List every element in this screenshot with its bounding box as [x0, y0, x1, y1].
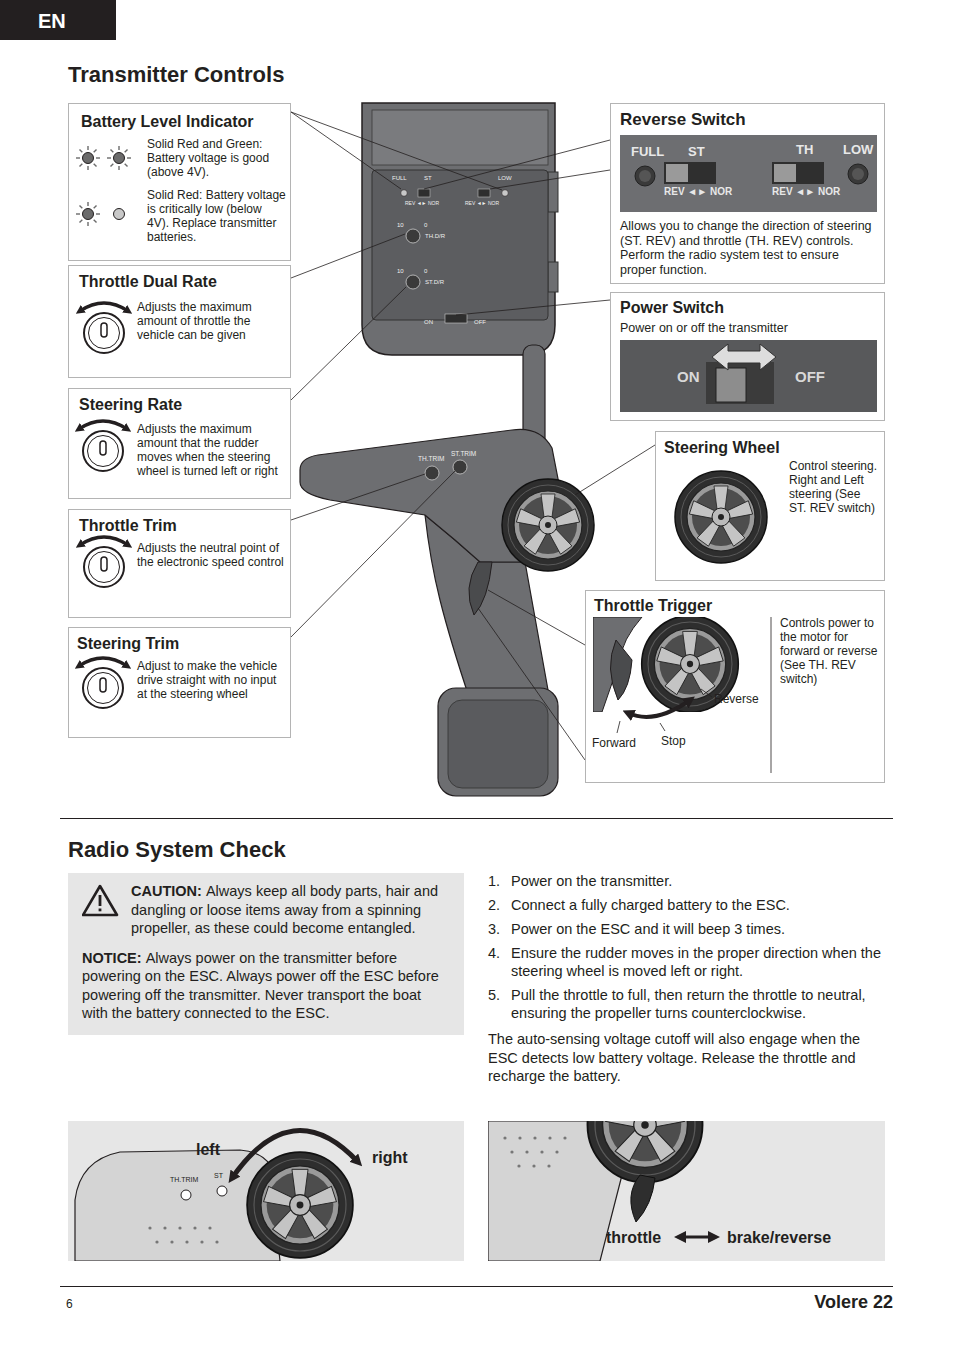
caution-paragraph: NOTICE:Always power on the transmitter b…	[82, 949, 450, 1023]
callout-description: Power on or off the transmitter	[620, 321, 878, 336]
step-number: 1.	[488, 872, 500, 890]
callout-box: Steering WheelControl steering. Right an…	[655, 431, 885, 581]
callout-description: Solid Red and Green: Battery voltage is …	[147, 137, 287, 179]
panel-marking: ST.D/R	[425, 279, 444, 286]
callout-heading: Throttle Dual Rate	[79, 272, 284, 291]
callout-box: Throttle TriggerControls power to the mo…	[585, 590, 885, 783]
direction-label: throttle	[606, 1228, 661, 1247]
panel-marking: 10	[397, 222, 404, 229]
trim-marking: TH.TRIM	[418, 455, 444, 463]
trigger-position: Reverse	[714, 692, 759, 706]
panel-marking: REV ◄► NOR	[405, 200, 439, 206]
direction-label: brake/reverse	[727, 1228, 831, 1247]
switch-marking: ON	[677, 368, 700, 386]
panel-marking: 0	[424, 268, 427, 275]
step-text: Connect a fully charged battery to the E…	[511, 896, 886, 914]
leader-lines	[291, 112, 655, 760]
direction-label: right	[372, 1148, 408, 1167]
callout-box: Throttle TrimAdjusts the neutral point o…	[68, 509, 291, 618]
callout-heading: Throttle Trim	[79, 516, 284, 535]
panel-marking: TH.D/R	[425, 233, 445, 240]
callout-box: Battery Level IndicatorSolid Red and Gre…	[68, 103, 291, 261]
trim-marking: ST	[214, 1172, 223, 1180]
callout-box: Power SwitchPower on or off the transmit…	[610, 292, 885, 421]
step-number: 3.	[488, 920, 500, 938]
callout-description: Adjusts the maximum amount of throttle t…	[137, 300, 285, 342]
steering-check-picture	[68, 1121, 464, 1261]
callout-heading: Steering Rate	[79, 395, 284, 414]
product-name: Volere 22	[814, 1292, 893, 1314]
panel-marking: 0	[424, 222, 427, 229]
panel-marking: LOW	[498, 175, 512, 182]
callout-description: Control steering. Right and Left steerin…	[789, 459, 881, 515]
trigger-position: Forward	[592, 736, 636, 750]
reverse-switch-picture	[620, 135, 877, 212]
callout-description: Solid Red: Battery voltage is critically…	[147, 188, 287, 244]
callout-heading: Reverse Switch	[620, 110, 875, 130]
callout-box: Steering RateAdjusts the maximum amount …	[68, 388, 291, 499]
language-tab	[0, 0, 116, 40]
step-text: Power on the transmitter.	[511, 872, 886, 890]
trim-marking: ST.TRIM	[451, 450, 476, 458]
throttle-trigger-picture	[593, 616, 771, 773]
steering-wheel-icon	[675, 471, 767, 563]
callout-heading: Steering Trim	[77, 634, 282, 653]
step-text: Power on the ESC and it will beep 3 time…	[511, 920, 886, 938]
panel-marking: FULL	[392, 175, 407, 182]
notice-keyword: NOTICE:	[82, 950, 142, 966]
callout-heading: Power Switch	[620, 298, 875, 317]
throttle-check-picture	[488, 1068, 885, 1262]
panel-marking: REV ◄► NOR	[465, 200, 499, 206]
switch-marking: LOW	[843, 142, 873, 158]
trigger-position: Stop	[661, 734, 686, 748]
callout-description: Adjusts the maximum amount that the rudd…	[137, 422, 285, 478]
panel-marking: ON	[424, 319, 433, 326]
step-text: Ensure the rudder moves in the proper di…	[511, 944, 886, 980]
callout-heading: Battery Level Indicator	[81, 112, 286, 131]
power-switch-picture	[620, 340, 877, 412]
caution-paragraph: CAUTION:Always keep all body parts, hair…	[82, 882, 450, 938]
note-text: The auto-sensing voltage cutoff will als…	[488, 1030, 888, 1086]
callout-box: Throttle Dual RateAdjusts the maximum am…	[68, 265, 291, 378]
switch-marking: TH	[796, 142, 813, 158]
switch-marking: FULL	[631, 144, 664, 160]
callout-box: Reverse SwitchAllows you to change the d…	[610, 103, 885, 284]
panel-marking: 10	[397, 268, 404, 275]
caution-box: CAUTION:Always keep all body parts, hair…	[68, 873, 464, 1035]
callout-description: Adjusts the neutral point of the electro…	[137, 541, 285, 569]
callout-box: Steering TrimAdjust to make the vehicle …	[68, 627, 291, 738]
notice-keyword: CAUTION:	[131, 883, 202, 899]
step-number: 2.	[488, 896, 500, 914]
panel-marking: ST	[424, 175, 432, 182]
step-number: 5.	[488, 986, 500, 1004]
callout-heading: Throttle Trigger	[594, 596, 774, 615]
switch-marking: REV ◄► NOR	[664, 186, 732, 198]
step-text: Pull the throttle to full, then return t…	[511, 986, 886, 1022]
callout-description: Allows you to change the direction of st…	[620, 219, 878, 277]
direction-label: left	[196, 1140, 220, 1159]
trim-marking: TH.TRIM	[170, 1176, 198, 1184]
section-rules	[60, 819, 893, 1287]
callout-heading: Steering Wheel	[664, 438, 874, 457]
page-number: 6	[66, 1297, 73, 1311]
switch-marking: OFF	[795, 368, 825, 386]
switch-marking: REV ◄► NOR	[772, 186, 840, 198]
panel-marking: OFF	[474, 319, 486, 326]
transmitter-top-view	[362, 103, 558, 355]
warning-triangle	[82, 884, 122, 918]
callout-description: Adjust to make the vehicle drive straigh…	[137, 659, 285, 701]
language-tab-text: EN	[38, 9, 66, 33]
step-number: 4.	[488, 944, 500, 962]
transmitter-side-view	[300, 345, 594, 796]
callout-description: Controls power to the motor for forward …	[780, 616, 880, 686]
switch-marking: ST	[688, 144, 705, 160]
caution-icon	[82, 884, 131, 920]
battery-leds	[76, 146, 131, 226]
page-title: Transmitter Controls	[68, 62, 284, 88]
section-heading: Radio System Check	[68, 837, 286, 863]
